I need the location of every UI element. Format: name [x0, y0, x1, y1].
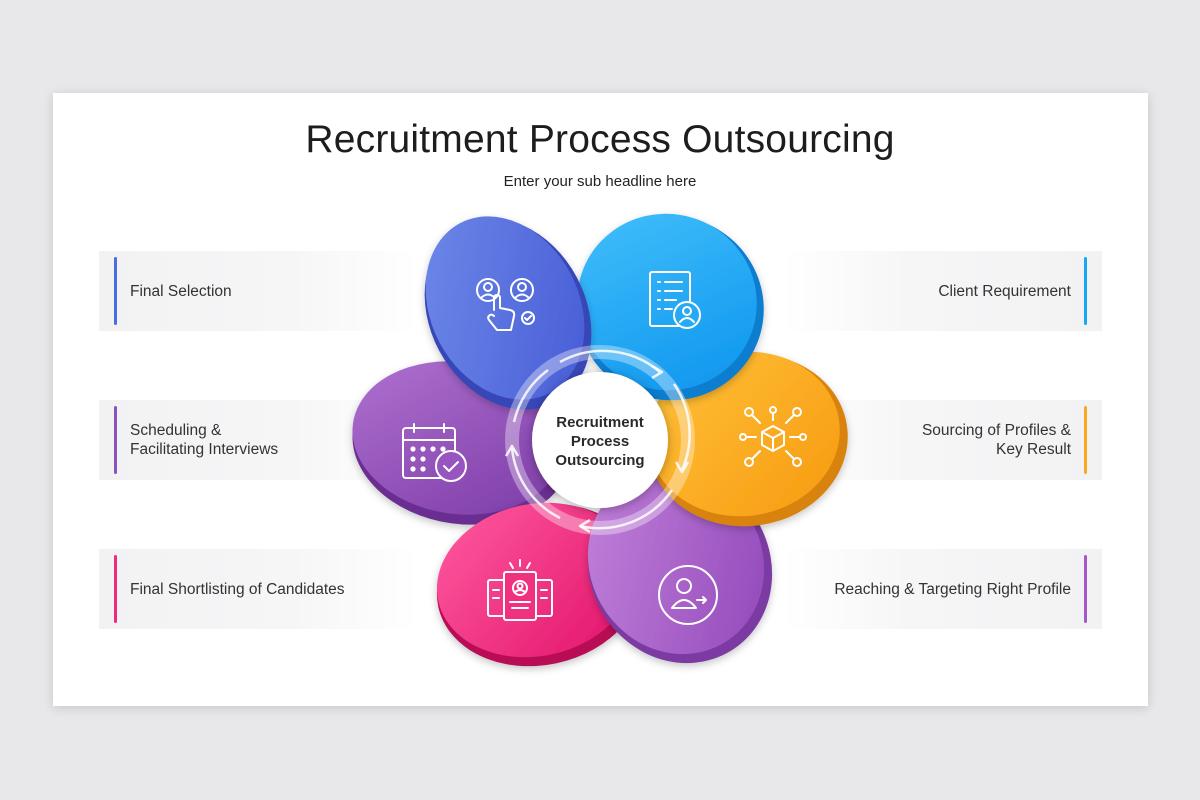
label-line: Facilitating Interviews	[130, 441, 279, 458]
label-client-requirement: Client Requirement	[782, 251, 1102, 331]
label-reaching: Reaching & Targeting Right Profile	[782, 549, 1102, 629]
label-line: Final Shortlisting of Candidates	[130, 580, 345, 598]
accent-bar	[114, 406, 117, 474]
accent-bar	[114, 257, 117, 325]
accent-bar	[1084, 257, 1087, 325]
accent-bar	[1084, 406, 1087, 474]
requirement-list-icon	[649, 271, 701, 329]
user-arrow-icon	[658, 565, 718, 625]
label-line: Key Result	[996, 441, 1071, 458]
label-line: Sourcing of Profiles &	[921, 422, 1071, 439]
network-box-icon	[739, 406, 807, 467]
calendar-check-icon	[402, 423, 467, 482]
label-line: Scheduling &	[130, 422, 222, 439]
label-line: Final Selection	[130, 282, 232, 300]
page-subtitle: Enter your sub headline here	[503, 173, 697, 190]
label-shortlisting: Final Shortlisting of Candidates	[99, 549, 419, 629]
label-final-selection: Final Selection	[99, 251, 419, 331]
center-label-line: Process	[571, 433, 629, 450]
label-line: Client Requirement	[938, 282, 1071, 300]
page-title: Recruitment Process Outsourcing	[305, 118, 895, 161]
center-circle	[532, 372, 668, 508]
accent-bar	[114, 555, 117, 623]
label-line: Reaching & Targeting Right Profile	[834, 580, 1071, 598]
center-label-line: Recruitment	[556, 414, 644, 431]
accent-bar	[1084, 555, 1087, 623]
user-select-icon	[476, 278, 535, 331]
center-label-line: Outsourcing	[555, 452, 644, 469]
candidate-cards-icon	[487, 559, 553, 621]
cycle-arrows-icon	[504, 345, 695, 535]
